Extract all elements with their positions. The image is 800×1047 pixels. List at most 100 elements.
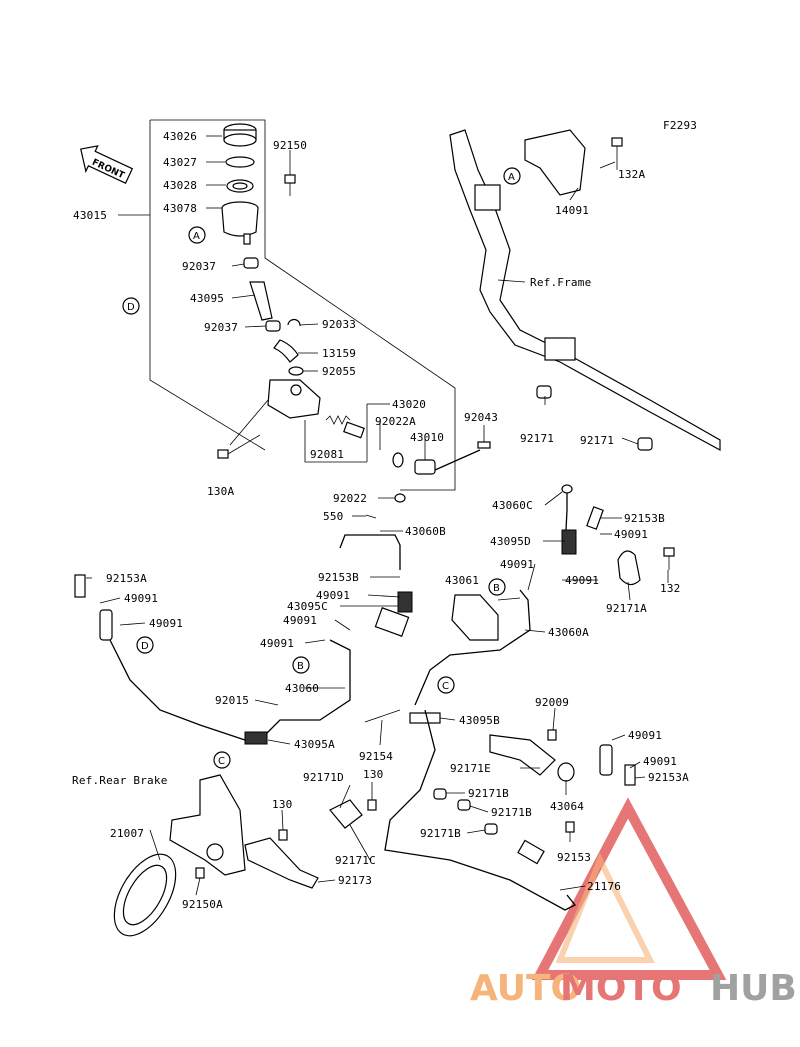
- label-92150: 92150: [273, 139, 307, 152]
- label-132: 132: [660, 582, 680, 595]
- label-49091-l2: 49091: [149, 617, 183, 630]
- reservoir-hose-icon: [249, 281, 273, 321]
- label-92153a-right: 92153A: [648, 771, 689, 784]
- label-43095c: 43095C: [287, 600, 328, 613]
- label-92153: 92153: [557, 851, 591, 864]
- label-92022a: 92022A: [375, 415, 416, 428]
- hose-43060b-icon: [339, 534, 401, 570]
- leader-lines: [86, 135, 669, 896]
- label-92171-2: 92171: [580, 434, 614, 447]
- front-arrow-icon: FRONT: [80, 145, 134, 184]
- label-49091-br2: 49091: [643, 755, 677, 768]
- label-43060c: 43060C: [492, 499, 533, 512]
- label-130-b: 130: [272, 798, 292, 811]
- label-43026: 43026: [163, 130, 197, 143]
- label-550: 550: [323, 510, 343, 523]
- label-92033: 92033: [322, 318, 356, 331]
- label-43020: 43020: [392, 398, 426, 411]
- diaphragm-icon: [226, 179, 254, 193]
- master-cylinder-body-icon: [229, 379, 321, 446]
- label-92171e: 92171E: [450, 762, 491, 775]
- ref-rear-brake-label: Ref.Rear Brake: [72, 774, 168, 787]
- bolt-132-icon: [663, 547, 675, 570]
- clamps-92171b-icon: [433, 788, 498, 835]
- label-43095d: 43095D: [490, 535, 531, 548]
- label-49091-br1: 49091: [628, 729, 662, 742]
- label-49091-r3: 49091: [565, 574, 599, 587]
- label-92154: 92154: [359, 750, 393, 763]
- label-130a: 130A: [207, 485, 234, 498]
- label-92150a: 92150A: [182, 898, 223, 911]
- ref-frame-label: Ref.Frame: [530, 276, 591, 289]
- washer-92022-icon: [394, 493, 406, 503]
- label-92037-b: 92037: [204, 321, 238, 334]
- label-49091-c2: 49091: [283, 614, 317, 627]
- label-43060a: 43060A: [548, 626, 589, 639]
- label-49091-r2: 49091: [500, 558, 534, 571]
- label-92171d: 92171D: [303, 771, 344, 784]
- watermark-moto: MOTO: [560, 968, 682, 1009]
- label-130-a: 130: [363, 768, 383, 781]
- label-92171c: 92171C: [335, 854, 376, 867]
- hose-43060-icon: [264, 639, 351, 736]
- long-brake-hose-icon: [109, 639, 246, 741]
- pin-92043-icon: [477, 441, 491, 449]
- callout-d-1: D: [127, 302, 135, 313]
- label-92055: 92055: [322, 365, 356, 378]
- abs-unit-43061-icon: [451, 594, 499, 641]
- label-49091-c3: 49091: [260, 637, 294, 650]
- label-49091-l1: 49091: [124, 592, 158, 605]
- bolt-130-a-icon: [367, 799, 377, 811]
- bolt-130-b-icon: [278, 829, 288, 841]
- bracket-92173-icon: [244, 837, 319, 889]
- label-92153b-center: 92153B: [318, 571, 359, 584]
- cover-14091-icon: [524, 129, 586, 196]
- label-49091-r1: 49091: [614, 528, 648, 541]
- watermark-hub: HUB: [710, 968, 797, 1009]
- label-21176: 21176: [587, 880, 621, 893]
- reservoir-icon: [221, 201, 259, 245]
- watermark-logo: AUTO MOTO HUB: [470, 797, 797, 1009]
- figure-code: F2293: [663, 119, 697, 132]
- reservoir-cap-icon: [223, 123, 257, 147]
- caliper-bracket-icon: [169, 774, 246, 876]
- fitting-43095d-icon: [561, 529, 577, 555]
- callout-circles: A A D D B B C C: [122, 167, 521, 769]
- label-92009: 92009: [535, 696, 569, 709]
- part-labels: 43026 43027 43028 43078 43015 92150 9203…: [72, 130, 689, 911]
- fitting-43095b-icon: [409, 712, 441, 724]
- bolt-92154-icon: [364, 709, 401, 723]
- circlip-92022a-icon: [392, 452, 404, 468]
- clamp-92037-top-icon: [243, 257, 259, 269]
- callout-a-2: A: [508, 172, 515, 183]
- label-132a: 132A: [618, 168, 645, 181]
- callout-c-1: C: [442, 681, 449, 692]
- label-43010: 43010: [410, 431, 444, 444]
- label-49091-c1: 49091: [316, 589, 350, 602]
- circlip-92033-icon: [287, 318, 301, 327]
- label-43028: 43028: [163, 179, 197, 192]
- label-92171b-3: 92171B: [420, 827, 461, 840]
- hose-joint-13159-icon: [273, 339, 299, 363]
- label-92153b-right: 92153B: [624, 512, 665, 525]
- label-14091: 14091: [555, 204, 589, 217]
- label-43064: 43064: [550, 800, 584, 813]
- callout-c-2: C: [218, 756, 225, 767]
- hose-43060a-icon: [414, 589, 531, 706]
- label-92081: 92081: [310, 448, 344, 461]
- callout-b-1: B: [493, 583, 500, 594]
- bolt-92150-icon: [284, 174, 296, 196]
- bolt-92153b-right-icon: [586, 506, 604, 530]
- label-43060b: 43060B: [405, 525, 446, 538]
- fitting-right-icon: [599, 744, 636, 786]
- clamp-92037-bottom-icon: [265, 320, 281, 332]
- piston-kit-43020-box: [304, 403, 377, 463]
- bracket-92171a-icon: [617, 550, 641, 586]
- bracket-92171d-icon: [329, 799, 363, 829]
- bolt-92009-icon: [547, 729, 557, 741]
- label-43095: 43095: [190, 292, 224, 305]
- label-92043: 92043: [464, 411, 498, 424]
- callout-a-1: A: [193, 231, 200, 242]
- oring-92055-icon: [288, 366, 304, 376]
